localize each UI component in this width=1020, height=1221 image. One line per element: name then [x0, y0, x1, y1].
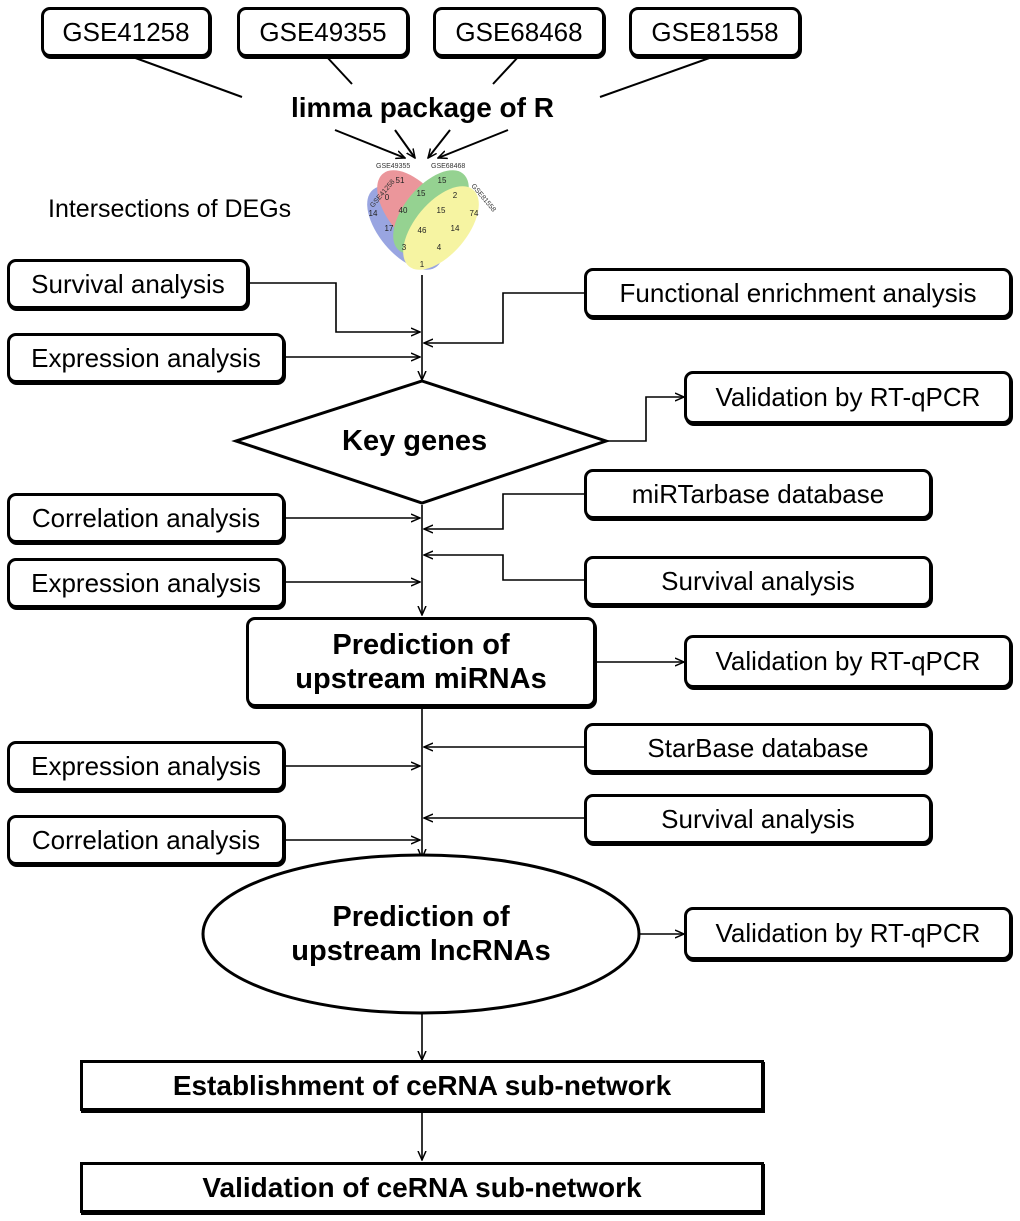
box-label: Correlation analysis	[31, 502, 261, 533]
lncrna-node-text: Prediction of upstream lncRNAs	[203, 900, 639, 968]
box-label: Survival analysis	[661, 803, 855, 834]
connector-keygenes-validation	[606, 397, 684, 442]
box-label: Establishment of ceRNA sub-network	[172, 1069, 672, 1101]
venn-count: 14	[369, 209, 378, 218]
venn-count: 2	[453, 191, 458, 200]
box-label: Functional enrichment analysis	[619, 277, 977, 308]
connector-survival-1	[248, 282, 420, 332]
connector-limma-2	[394, 129, 415, 158]
venn-label-2: GSE49355	[376, 163, 410, 170]
dataset-box-gse49355: GSE49355	[237, 7, 409, 57]
lncrna-node-line2: upstream lncRNAs	[291, 935, 551, 967]
connector-survival-2	[424, 555, 585, 581]
survival-analysis-box-3: Survival analysis	[584, 794, 932, 844]
connector-gse41258	[129, 55, 243, 98]
box-label: Validation by RT-qPCR	[715, 646, 981, 676]
box-label: Correlation analysis	[31, 824, 261, 855]
venn-label-3: GSE68468	[431, 163, 465, 170]
validation-mirna-box: Validation by RT-qPCR	[684, 635, 1012, 688]
lncrna-ellipse	[201, 853, 641, 1015]
venn-count: 14	[451, 224, 460, 233]
dataset-box-gse68468: GSE68468	[433, 7, 605, 57]
venn-count: 15	[438, 176, 447, 185]
box-label: Expression analysis	[31, 750, 261, 781]
mirtarbase-box: miRTarbase database	[584, 469, 932, 519]
validation-lncrna-box: Validation by RT-qPCR	[684, 907, 1012, 960]
venn-count: 0	[385, 193, 390, 202]
venn-count: 17	[385, 224, 394, 233]
connector-limma-3	[428, 129, 451, 158]
box-label: Validation by RT-qPCR	[715, 382, 981, 412]
mirna-node-line1: Prediction of	[332, 629, 510, 661]
survival-analysis-box: Survival analysis	[7, 259, 249, 309]
box-label: Validation by RT-qPCR	[715, 918, 981, 948]
validation-key-genes-box: Validation by RT-qPCR	[684, 371, 1012, 424]
connector-gse68468	[492, 55, 520, 85]
box-label: Validation of ceRNA sub-network	[202, 1171, 642, 1203]
limma-label: limma package of R	[291, 92, 554, 123]
venn-count: 46	[418, 226, 427, 235]
dataset-label: GSE68468	[455, 16, 583, 47]
connector-limma-4	[438, 129, 509, 158]
venn-count: 40	[399, 206, 408, 215]
connector-mirtarbase	[424, 493, 585, 529]
starbase-box: StarBase database	[584, 723, 932, 773]
venn-diagram: GSE41258 GSE49355 GSE68468 GSE81558 14 5…	[367, 163, 497, 270]
box-label: Expression analysis	[31, 342, 261, 373]
venn-count: 3	[402, 243, 407, 252]
connector-gse49355	[325, 55, 353, 85]
box-label: StarBase database	[647, 732, 869, 763]
box-label: miRTarbase database	[631, 478, 885, 509]
venn-count: 74	[470, 209, 479, 218]
mirna-node-line2: upstream miRNAs	[295, 663, 547, 695]
key-genes-diamond	[231, 379, 611, 505]
establishment-box: Establishment of ceRNA sub-network	[80, 1060, 764, 1111]
expression-analysis-box-2: Expression analysis	[7, 558, 285, 608]
functional-enrichment-box: Functional enrichment analysis	[584, 268, 1012, 318]
dataset-label: GSE49355	[259, 16, 387, 47]
venn-count: 4	[437, 243, 442, 252]
connector-gse81558	[599, 55, 716, 98]
box-label: Survival analysis	[31, 268, 225, 299]
box-label: Expression analysis	[31, 567, 261, 598]
box-label: Survival analysis	[661, 565, 855, 596]
final-validation-box: Validation of ceRNA sub-network	[80, 1162, 764, 1213]
dataset-label: GSE81558	[651, 16, 779, 47]
lncrna-node-line1: Prediction of	[332, 901, 510, 933]
mirna-prediction-box: Prediction of upstream miRNAs	[246, 617, 596, 707]
dataset-box-gse81558: GSE81558	[629, 7, 801, 57]
dataset-box-gse41258: GSE41258	[41, 7, 211, 57]
venn-count: 51	[396, 176, 405, 185]
correlation-analysis-box-3: Correlation analysis	[7, 815, 285, 865]
key-genes-label: Key genes	[342, 425, 488, 457]
dataset-label: GSE41258	[62, 16, 190, 47]
expression-analysis-box-3: Expression analysis	[7, 741, 285, 791]
venn-count: 15	[437, 206, 446, 215]
expression-analysis-box: Expression analysis	[7, 333, 285, 383]
connector-functional	[424, 292, 585, 343]
connector-limma-1	[334, 129, 405, 158]
venn-count: 1	[420, 260, 425, 269]
survival-analysis-box-2: Survival analysis	[584, 556, 932, 606]
venn-count: 15	[417, 189, 426, 198]
venn-set-4	[403, 186, 479, 270]
correlation-analysis-box: Correlation analysis	[7, 493, 285, 543]
intersections-label: Intersections of DEGs	[48, 195, 292, 223]
